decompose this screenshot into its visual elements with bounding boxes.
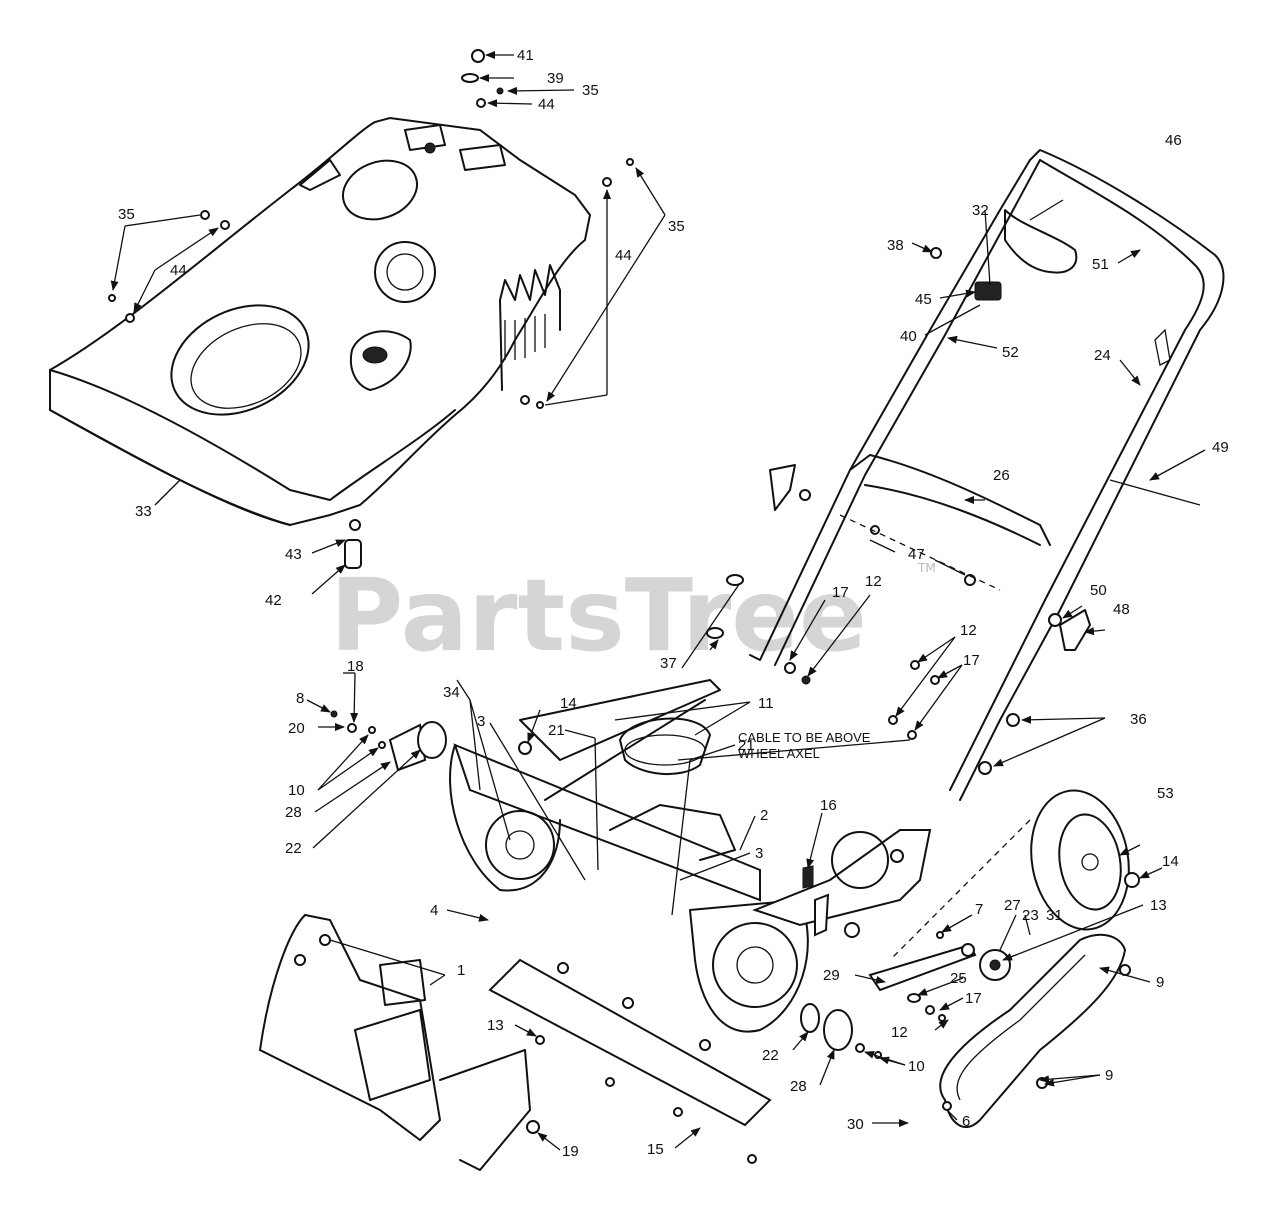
callout-18: 18: [347, 658, 364, 675]
callout-3: 3: [755, 845, 763, 862]
callout-43: 43: [285, 546, 302, 563]
belt-cover: [939, 933, 1131, 1129]
callout-40: 40: [900, 328, 917, 345]
leader-lines: [110, 51, 1206, 1151]
callout-10: 10: [908, 1058, 925, 1075]
callout-12: 12: [960, 622, 977, 639]
shroud-housing: [49, 116, 592, 527]
callout-22: 22: [762, 1047, 779, 1064]
callout-48: 48: [1113, 601, 1130, 618]
callout-30: 30: [847, 1116, 864, 1133]
callout-19: 19: [562, 1143, 579, 1160]
callout-35: 35: [582, 82, 599, 99]
handle-assembly: [706, 149, 1225, 801]
watermark: PartsTree: [330, 557, 867, 674]
callout-35: 35: [668, 218, 685, 235]
callout-51: 51: [1092, 256, 1109, 273]
callout-13: 13: [487, 1017, 504, 1034]
callout-9: 9: [1105, 1067, 1113, 1084]
wheel: [1030, 789, 1140, 931]
callout-11: 11: [758, 695, 774, 712]
callout-33: 33: [135, 503, 152, 520]
callout-27: 27: [1004, 897, 1021, 914]
callout-22: 22: [285, 840, 302, 857]
callout-37: 37: [660, 655, 677, 672]
callout-28: 28: [285, 804, 302, 821]
callout-4: 4: [430, 902, 438, 919]
callout-47: 47: [908, 546, 925, 563]
callout-7: 7: [975, 901, 983, 918]
skid-plate: [258, 913, 540, 1171]
side-plate: [752, 829, 932, 938]
callout-14: 14: [560, 695, 577, 712]
callout-25: 25: [950, 970, 967, 987]
callout-13: 13: [1150, 897, 1167, 914]
callout-44: 44: [170, 262, 187, 279]
callout-36: 36: [1130, 711, 1147, 728]
callout-31: 31: [1046, 907, 1063, 924]
shroud-hardware: [108, 49, 634, 569]
callout-16: 16: [820, 797, 837, 814]
callout-29: 29: [823, 967, 840, 984]
callout-8: 8: [296, 690, 304, 707]
callout-28: 28: [790, 1078, 807, 1095]
callout-41: 41: [517, 47, 534, 64]
callout-3: 3: [477, 713, 485, 730]
callout-53: 53: [1157, 785, 1174, 802]
callout-35: 35: [118, 206, 135, 223]
callout-44: 44: [615, 247, 632, 264]
callout-38: 38: [887, 237, 904, 254]
callout-17: 17: [832, 584, 849, 601]
callout-14: 14: [1162, 853, 1179, 870]
callout-32: 32: [972, 202, 989, 219]
callout-15: 15: [647, 1141, 664, 1158]
watermark-trademark: TM: [917, 561, 936, 575]
callout-49: 49: [1212, 439, 1229, 456]
callout-21: 21: [548, 722, 565, 739]
callout-6: 6: [962, 1113, 970, 1130]
callout-23: 23: [1022, 907, 1039, 924]
callouts: 41 39 35 44 35 44 44 35 33 43 42 46 32 3…: [118, 47, 1229, 1160]
callout-21: 21: [738, 737, 755, 754]
callout-52: 52: [1002, 344, 1019, 361]
callout-45: 45: [915, 291, 932, 308]
callout-50: 50: [1090, 582, 1107, 599]
callout-1: 1: [457, 962, 465, 979]
callout-46: 46: [1165, 132, 1182, 149]
callout-34: 34: [443, 684, 460, 701]
cable-note-line2: WHEEL AXEL: [738, 746, 820, 761]
callout-24: 24: [1094, 347, 1111, 364]
callout-2: 2: [760, 807, 768, 824]
callout-12: 12: [865, 573, 882, 590]
callout-10: 10: [288, 782, 305, 799]
callout-39: 39: [547, 70, 564, 87]
callout-17: 17: [965, 990, 982, 1007]
auger-housing: [449, 679, 809, 1033]
callout-42: 42: [265, 592, 282, 609]
callout-44: 44: [538, 96, 555, 113]
callout-12: 12: [891, 1024, 908, 1041]
scraper-bar: [488, 958, 772, 1164]
cable-note-line1: CABLE TO BE ABOVE: [738, 730, 871, 745]
pulley-hardware: [800, 931, 1011, 1059]
callout-26: 26: [993, 467, 1010, 484]
callout-20: 20: [288, 720, 305, 737]
callout-17: 17: [963, 652, 980, 669]
callout-9: 9: [1156, 974, 1164, 991]
